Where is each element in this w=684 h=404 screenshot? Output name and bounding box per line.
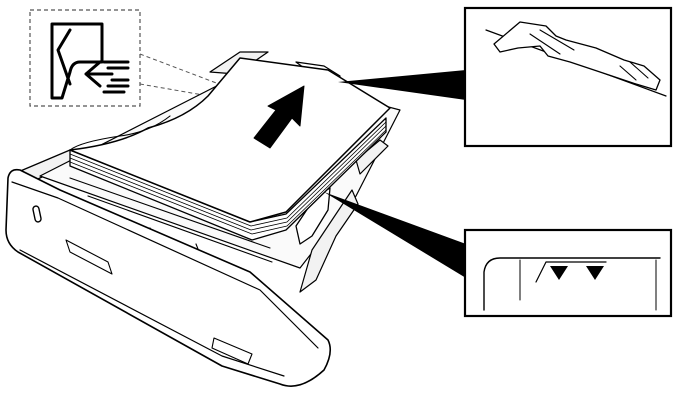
tray-right-side: [299, 139, 389, 293]
tray-front-grip: [211, 337, 253, 365]
callout-frame: [463, 228, 673, 318]
tray-front-lower-edge: [19, 249, 285, 377]
push-arrow-icon: [253, 85, 305, 149]
tray-front-grip: [65, 239, 113, 275]
tray-front-top-edge: [11, 181, 319, 349]
paper-sheet-edges: [69, 121, 387, 235]
guide-clip-ridges: [529, 29, 649, 81]
callout-limit-marks-detail: [463, 228, 673, 318]
guide-wall-outline: [483, 257, 661, 311]
rear-guide-clip-detail: [493, 21, 661, 91]
paper-stack-top: [69, 57, 391, 223]
paper-stack: [69, 57, 391, 241]
callout-leader-top: [338, 70, 466, 100]
triangle-limit-marks-icon: [550, 266, 604, 280]
callout-rear-guide-detail: [463, 6, 673, 148]
paper-curl: [69, 115, 171, 151]
tray-handle-slot: [32, 205, 42, 223]
feed-arrow-icon: [84, 60, 114, 88]
limit-line: [535, 261, 607, 283]
callout-leader-bottom: [324, 192, 466, 278]
sheet-fold: [56, 28, 72, 86]
tray-front-panel: [5, 168, 332, 387]
paper-load-orientation-icon: [29, 9, 141, 107]
